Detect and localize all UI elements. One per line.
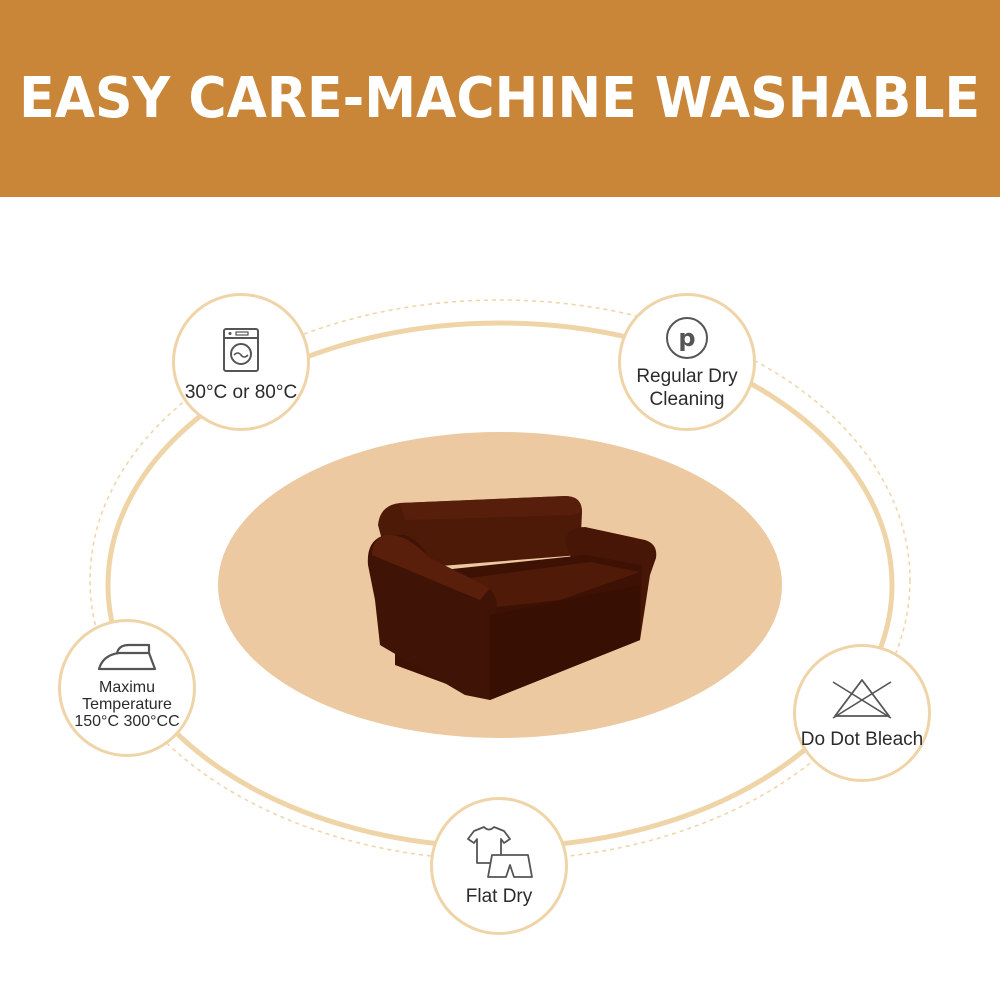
do-not-bleach-icon (832, 678, 892, 719)
iron-icon (97, 643, 157, 670)
clothes-icon (467, 825, 533, 878)
header-banner: EASY CARE-MACHINE WASHABLE (0, 0, 1000, 197)
svg-text:p: p (678, 324, 695, 352)
bleach-label: Do Dot Bleach (800, 728, 924, 750)
care-badge-flat-dry: Flat Dry (430, 797, 568, 935)
flat-dry-label: Flat Dry (465, 885, 533, 907)
wash-label: 30°C or 80°C (184, 381, 298, 403)
care-badge-iron: Maximu Temperature 150°C 300°CC (58, 619, 196, 757)
dry-clean-label: Regular Dry Cleaning (636, 366, 738, 410)
care-badge-wash: 30°C or 80°C (172, 293, 310, 431)
washing-machine-icon (223, 327, 259, 372)
sofa-illustration (367, 496, 657, 700)
iron-label: Maximu Temperature 150°C 300°CC (74, 678, 180, 730)
dry-clean-p-icon: p (666, 317, 708, 359)
banner-title: EASY CARE-MACHINE WASHABLE (19, 66, 981, 131)
care-badge-bleach: Do Dot Bleach (793, 644, 931, 782)
care-badge-dry-clean: p Regular Dry Cleaning (618, 293, 756, 431)
